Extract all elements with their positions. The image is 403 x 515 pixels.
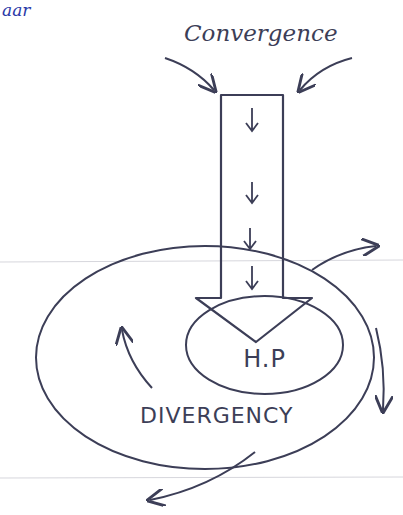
descent-ticks bbox=[244, 108, 258, 289]
outflow-arrow bbox=[312, 246, 376, 270]
ellipse-outline bbox=[186, 296, 343, 394]
high-pressure-core: H.P bbox=[185, 295, 344, 395]
node-text: DIVERGENCY bbox=[140, 403, 293, 428]
convergence-label: Convergence bbox=[184, 20, 338, 46]
divergence-region: H.P DIVERGENCY bbox=[35, 245, 375, 470]
convergence-arrow bbox=[300, 58, 352, 90]
ruled-line bbox=[0, 260, 403, 262]
outflow-arrow bbox=[122, 330, 152, 388]
ellipse-outline bbox=[35, 245, 375, 470]
subsidence-arrow bbox=[196, 95, 312, 342]
outflow-arrow bbox=[150, 452, 255, 500]
ruled-line bbox=[0, 477, 403, 478]
ellipse-outline bbox=[36, 246, 374, 469]
outflow-arrow bbox=[376, 328, 384, 410]
convergence-arrow bbox=[165, 58, 214, 90]
cropped-note: aar bbox=[2, 0, 30, 20]
node-text: H.P bbox=[185, 345, 344, 373]
